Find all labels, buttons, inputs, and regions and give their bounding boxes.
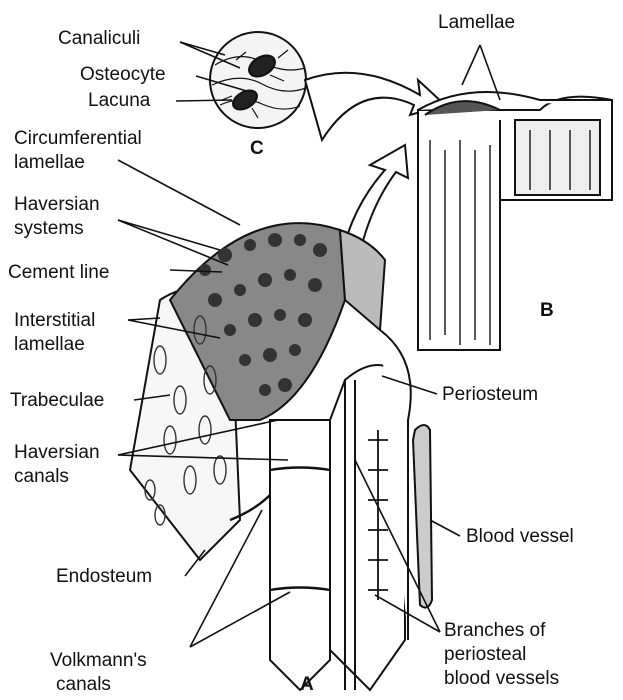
label-osteocyte: Osteocyte bbox=[80, 64, 166, 86]
label-endosteum: Endosteum bbox=[56, 566, 152, 588]
label-circumferential-line2: lamellae bbox=[14, 152, 85, 174]
panel-c-magnified-view bbox=[210, 32, 306, 128]
label-haversian-canals-line2: canals bbox=[14, 466, 69, 488]
label-branches-line1: Branches of bbox=[444, 620, 545, 642]
label-interstitial-line2: lamellae bbox=[14, 334, 85, 356]
label-canaliculi: Canaliculi bbox=[58, 28, 140, 50]
panel-b-label: B bbox=[540, 300, 554, 322]
label-haversian-systems-line2: systems bbox=[14, 218, 84, 240]
label-haversian-canals-line1: Haversian bbox=[14, 442, 100, 464]
label-branches-line2: periosteal bbox=[444, 644, 526, 666]
label-cement-line: Cement line bbox=[8, 262, 109, 284]
label-lamellae: Lamellae bbox=[438, 12, 515, 34]
panel-c-label: C bbox=[250, 138, 264, 160]
blood-vessel-shape bbox=[413, 425, 432, 608]
label-volkmanns-line1: Volkmann's bbox=[50, 650, 147, 672]
label-lacuna: Lacuna bbox=[88, 90, 150, 112]
label-circumferential-line1: Circumferential bbox=[14, 128, 142, 150]
label-branches-line3: blood vessels bbox=[444, 668, 559, 690]
label-periosteum: Periosteum bbox=[442, 384, 538, 406]
label-volkmanns-line2: canals bbox=[56, 674, 111, 696]
label-trabeculae: Trabeculae bbox=[10, 390, 104, 412]
label-blood-vessel: Blood vessel bbox=[466, 526, 574, 548]
panel-a-label: A bbox=[300, 674, 314, 696]
panel-b-bone-block bbox=[418, 92, 612, 350]
label-interstitial-line1: Interstitial bbox=[14, 310, 95, 332]
label-haversian-systems-line1: Haversian bbox=[14, 194, 100, 216]
